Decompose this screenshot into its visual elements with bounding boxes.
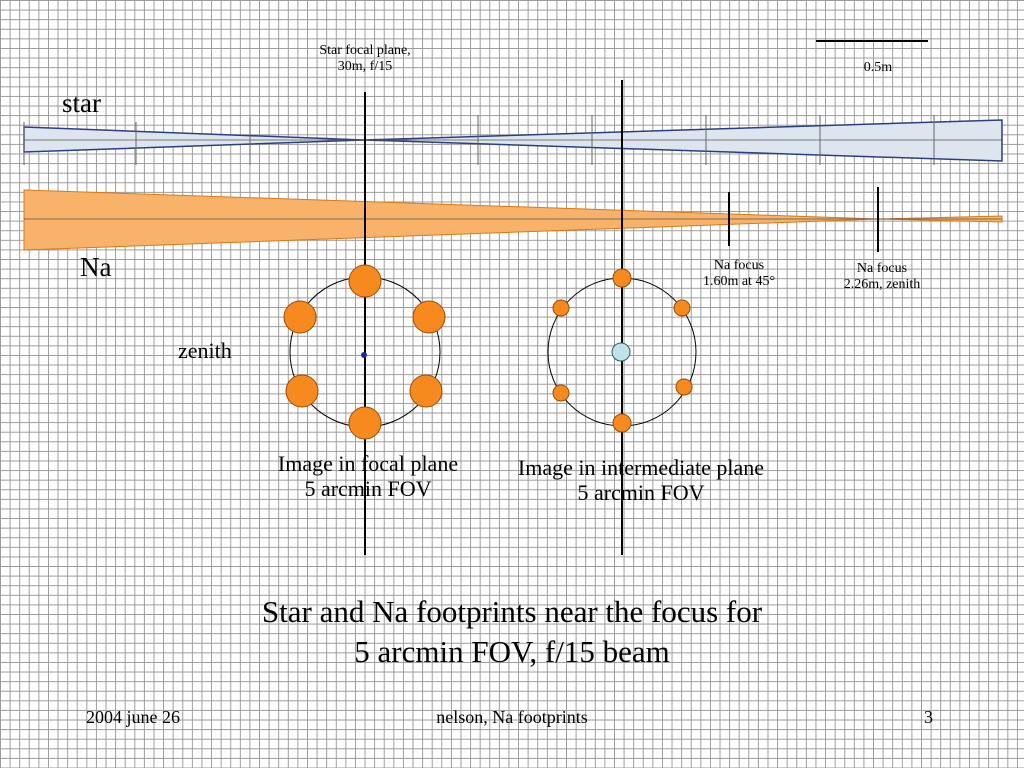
intermediate-image-caption: Image in intermediate plane 5 arcmin FOV bbox=[517, 455, 765, 506]
na-spot bbox=[285, 374, 319, 408]
zenith-label: zenith bbox=[178, 338, 232, 363]
slide-title-line1: Star and Na footprints near the focus fo… bbox=[261, 594, 763, 629]
na-label: Na bbox=[80, 252, 112, 282]
star-beam bbox=[23, 119, 1003, 162]
na-beam bbox=[23, 189, 1003, 251]
focal-image-caption: Image in focal plane 5 arcmin FOV bbox=[277, 451, 459, 502]
na-spot bbox=[552, 384, 570, 402]
footer-date: 2004 june 26 bbox=[86, 707, 180, 727]
star-focal-plane-label: Star focal plane, 30m, f/15 bbox=[319, 43, 411, 75]
na-spot bbox=[409, 374, 443, 408]
na-spot bbox=[552, 299, 570, 317]
na-focus-zenith-label: Na focus 2.26m, zenith bbox=[843, 261, 921, 293]
na-spot bbox=[283, 300, 317, 334]
na-spot bbox=[675, 378, 693, 396]
footer-center: nelson, Na footprints bbox=[436, 707, 588, 727]
scale-bar-label: 0.5m bbox=[863, 60, 893, 75]
na-spot bbox=[412, 300, 446, 334]
na-spot bbox=[673, 299, 691, 317]
na-spot bbox=[612, 413, 632, 433]
na-spot bbox=[612, 268, 632, 288]
slide-title-line2: 5 arcmin FOV, f/15 beam bbox=[354, 634, 670, 670]
star-label: star bbox=[62, 88, 101, 118]
na-focus-45-label: Na focus 1.60m at 45° bbox=[702, 258, 776, 290]
intermediate-plane-image bbox=[547, 268, 697, 433]
footer-page-number: 3 bbox=[924, 707, 933, 727]
slide-title: Star and Na footprints near the focus fo… bbox=[160, 592, 864, 673]
star-spot bbox=[611, 342, 631, 362]
focal-plane-image bbox=[283, 264, 446, 440]
star-beam-ticks bbox=[23, 115, 935, 165]
na-spot bbox=[348, 264, 382, 298]
star-spot bbox=[361, 352, 367, 358]
na-spot bbox=[348, 406, 382, 440]
